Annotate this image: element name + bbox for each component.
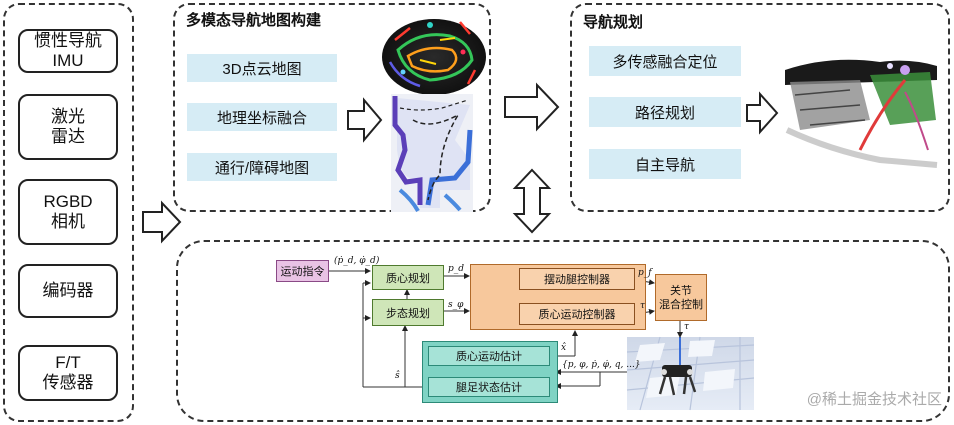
signal-sphi: s_φ: [448, 300, 464, 310]
leg-state-estimation-block: 腿足状态估计: [428, 377, 550, 397]
nav-item-path-planning: 路径规划: [589, 97, 741, 127]
com-motion-controller-block: 质心运动控制器: [519, 303, 635, 325]
navigation-panel: [570, 3, 950, 212]
signal-shat: ŝ: [395, 371, 400, 381]
control-panel: [176, 240, 950, 422]
com-motion-estimation-block: 质心运动估计: [428, 346, 550, 366]
signal-tau-controller: τ: [640, 301, 645, 311]
sensor-encoder: 编码器: [18, 264, 118, 318]
mapping-panel: [173, 3, 491, 212]
block-arrow-map-to-nav: [504, 82, 560, 132]
signal-tau-joint: τ: [684, 322, 689, 332]
signal-pd: p_d: [448, 264, 465, 274]
sensor-imu: 惯性导航 IMU: [18, 29, 118, 73]
joint-hybrid-control-block: 关节 混合控制: [655, 274, 707, 321]
mapping-item-pointcloud: 3D点云地图: [187, 54, 337, 82]
sensor-panel: [3, 3, 134, 422]
nav-item-localization: 多传感融合定位: [589, 46, 741, 76]
signal-pf: p_f: [638, 268, 652, 278]
com-planning-block: 质心规划: [372, 265, 444, 290]
watermark: @稀土掘金技术社区: [806, 391, 942, 408]
sensor-lidar: 激光 雷达: [18, 94, 118, 160]
mapping-item-traversability: 通行/障碍地图: [187, 153, 337, 181]
robot-simulation-image: [626, 336, 755, 411]
pointcloud-image: [382, 19, 486, 95]
navigation-pointcloud-image: [785, 57, 938, 170]
navigation-panel-title: 导航规划: [583, 14, 644, 31]
mapping-item-geo-fusion: 地理坐标融合: [187, 103, 337, 131]
signal-xhat: x̂: [561, 343, 567, 353]
block-arrow-nav: [746, 91, 779, 135]
traversability-map-image: [391, 94, 473, 212]
block-arrow-sensors: [142, 200, 182, 244]
block-arrow-mapping: [347, 97, 383, 143]
signal-command: (ṗ_d, φ̇_d): [334, 256, 380, 266]
gait-planning-block: 步态规划: [372, 299, 444, 326]
signal-state: {p, φ, ṗ, φ̇, q, ...}: [562, 360, 641, 370]
swing-leg-controller-block: 摆动腿控制器: [519, 268, 635, 290]
block-arrow-bidirectional: [512, 168, 552, 234]
motion-command-block: 运动指令: [276, 260, 329, 282]
nav-item-autonomous: 自主导航: [589, 149, 741, 179]
sensor-ft: F/T 传感器: [18, 345, 118, 401]
mapping-panel-title: 多模态导航地图构建: [186, 12, 322, 29]
sensor-rgbd-camera: RGBD 相机: [18, 179, 118, 245]
